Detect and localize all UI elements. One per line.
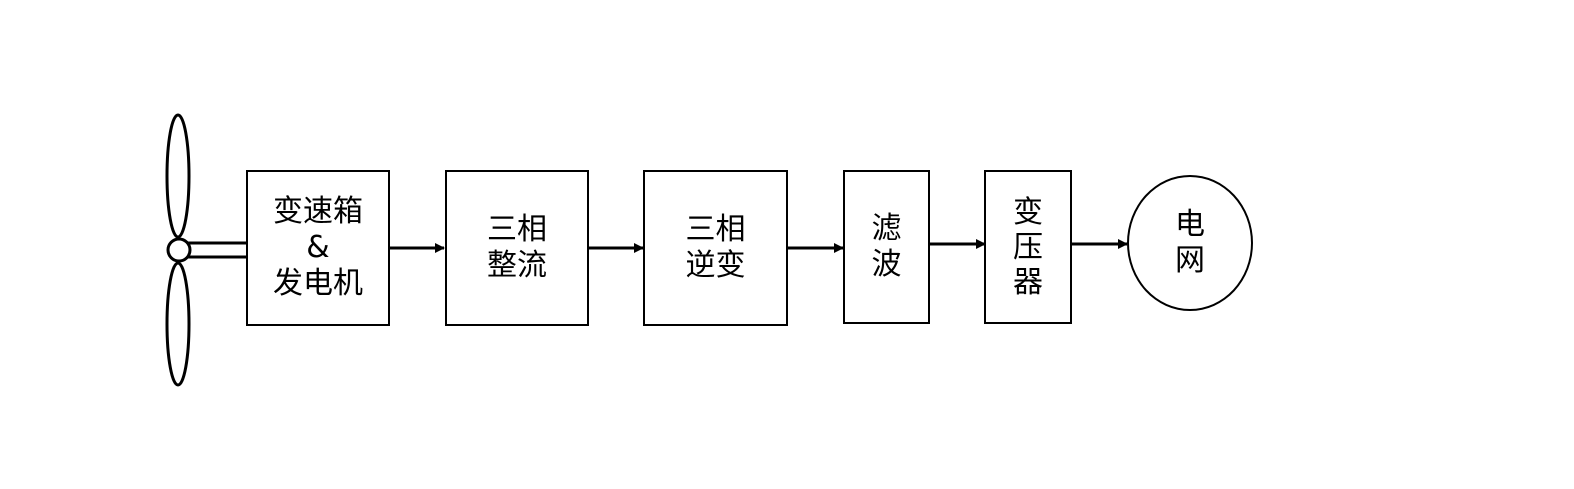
gearbox-generator-label: 变速箱 & 发电机 bbox=[273, 194, 363, 301]
rectifier-label: 三相 整流 bbox=[487, 212, 547, 283]
turbine-shaft bbox=[184, 241, 250, 259]
transformer-label: 变 压 器 bbox=[1013, 194, 1043, 300]
grid-label: 电 网 bbox=[1175, 207, 1205, 278]
gearbox-generator-box: 变速箱 & 发电机 bbox=[246, 170, 390, 326]
filter-label: 滤 波 bbox=[871, 211, 902, 282]
rectifier-box: 三相 整流 bbox=[445, 170, 589, 326]
grid-node: 电 网 bbox=[1127, 175, 1253, 311]
transformer-box: 变 压 器 bbox=[984, 170, 1072, 324]
turbine-blade-bottom bbox=[165, 261, 191, 387]
filter-box: 滤 波 bbox=[843, 170, 930, 324]
turbine-hub bbox=[166, 237, 192, 263]
inverter-box: 三相 逆变 bbox=[643, 170, 788, 326]
turbine-blade-top bbox=[165, 113, 191, 239]
inverter-label: 三相 逆变 bbox=[685, 212, 746, 283]
wind-turbine-icon bbox=[165, 113, 250, 387]
